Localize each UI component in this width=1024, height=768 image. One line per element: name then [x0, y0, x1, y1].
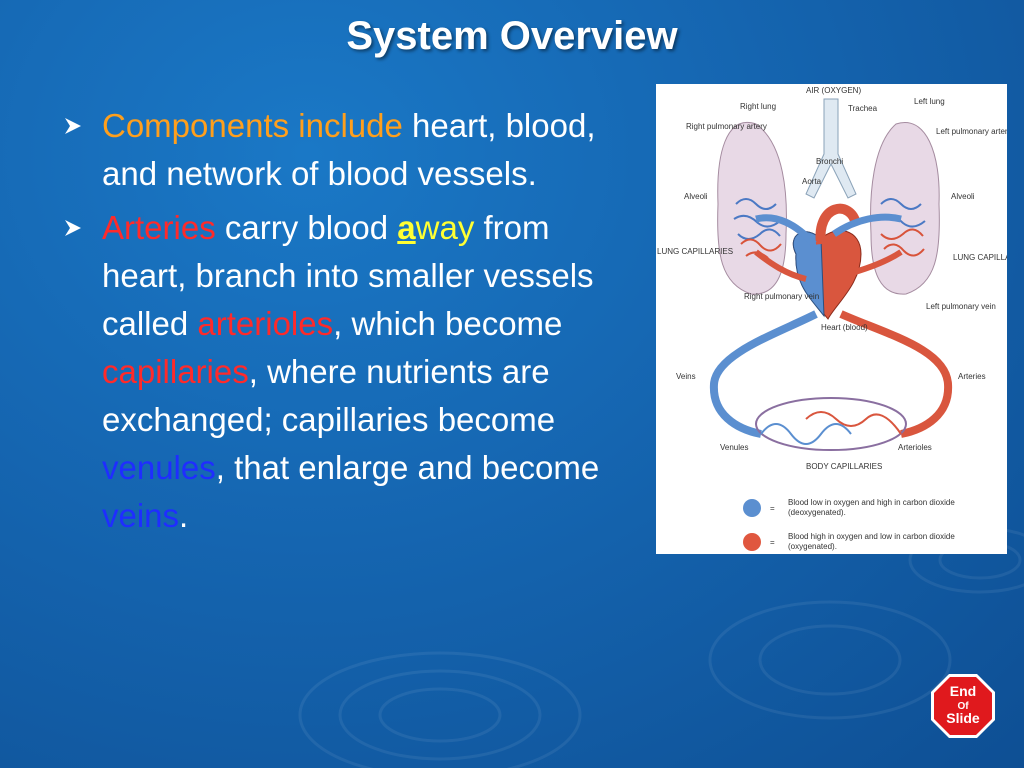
term-arterioles: arterioles: [197, 305, 334, 342]
lung-capillaries-left-vessels: [733, 198, 781, 240]
label-bronchi: Bronchi: [816, 157, 843, 166]
label-left-pulmonary-vein: Left pulmonary vein: [926, 302, 996, 311]
pulmonary-artery-right: [755, 214, 817, 247]
away-rest: way: [415, 209, 475, 246]
trachea-shape: [805, 98, 857, 199]
legend-eq-1: =: [770, 504, 775, 513]
circulatory-diagram-svg: AIR (OXYGEN) Trachea Right lung Left lun…: [657, 86, 1007, 551]
pulmonary-vein-right: [754, 249, 807, 282]
text-period: .: [179, 497, 189, 534]
text-carry-blood: carry blood: [215, 209, 398, 246]
arrow-bullet-icon: [65, 220, 81, 236]
away-letter-a: a: [397, 209, 416, 246]
label-left-pulmonary-artery: Left pulmonary artery: [936, 127, 1007, 136]
label-venules: Venules: [720, 443, 748, 452]
label-arteries: Arteries: [958, 372, 986, 381]
label-heart: Heart (blood): [821, 323, 868, 332]
label-trachea: Trachea: [848, 104, 878, 113]
aorta-arch: [815, 203, 861, 245]
legend-deoxygenated-text: Blood low in oxygen and high in carbon d…: [788, 498, 955, 517]
legend-eq-2: =: [770, 538, 775, 547]
legend-deoxygenated-dot: [743, 499, 761, 517]
text-which-become: , which become: [333, 305, 563, 342]
label-veins: Veins: [676, 372, 696, 381]
stop-line-of: Of: [957, 701, 969, 712]
label-right-pulmonary-vein: Right pulmonary vein: [744, 292, 819, 301]
label-air: AIR (OXYGEN): [806, 86, 861, 95]
pulmonary-vein-left: [847, 249, 903, 277]
bullet-list: Components include heart, blood, and net…: [62, 102, 642, 546]
label-right-pulmonary-artery: Right pulmonary artery: [686, 122, 767, 131]
arrow-bullet-icon: [65, 118, 81, 134]
legend-oxygenated-dot: [743, 533, 761, 551]
components-rest: heart, blood, and network of blood vesse…: [102, 107, 596, 192]
label-lung-capillaries-right: LUNG CAPILLARIES: [953, 253, 1007, 262]
body-capillaries-venous: [760, 423, 852, 445]
body-capillaries-arterial: [805, 411, 902, 435]
legend-deoxygenated-wrap: Blood low in oxygen and high in carbon d…: [788, 498, 955, 517]
bullet-components: Components include heart, blood, and net…: [62, 102, 642, 198]
circulatory-diagram: AIR (OXYGEN) Trachea Right lung Left lun…: [656, 84, 1007, 554]
label-arterioles: Arterioles: [898, 443, 932, 452]
pulmonary-artery-left: [832, 213, 902, 237]
artery-out-path: [839, 310, 953, 438]
label-body-capillaries: BODY CAPILLARIES: [806, 462, 882, 471]
text-where-nutrients: , where nutrients are exchanged; capilla…: [102, 353, 556, 438]
term-arteries: Arteries: [102, 209, 216, 246]
body-capillary-bed: [755, 397, 907, 451]
term-veins: veins: [102, 497, 180, 534]
slide-title: System Overview: [346, 14, 678, 58]
term-capillaries: capillaries: [102, 353, 249, 390]
label-right-lung: Right lung: [740, 102, 776, 111]
text-from-heart: from heart, branch into smaller vessels …: [102, 209, 594, 342]
components-lead: Components include: [102, 107, 403, 144]
legend-oxygenated-text: Blood high in oxygen and low in carbon d…: [788, 532, 955, 551]
legend-oxygenated-wrap: Blood high in oxygen and low in carbon d…: [788, 532, 955, 551]
label-left-lung: Left lung: [914, 97, 945, 106]
label-aorta: Aorta: [802, 177, 822, 186]
stop-line-slide: Slide: [946, 710, 980, 726]
label-alveoli-left: Alveoli: [684, 192, 708, 201]
bullet-arteries: Arteries carry blood away from heart, br…: [62, 204, 642, 540]
text-that-enlarge: , that enlarge and become: [215, 449, 600, 486]
label-alveoli-right: Alveoli: [951, 192, 975, 201]
stop-line-end: End: [950, 683, 976, 699]
term-venules: venules: [102, 449, 216, 486]
label-lung-capillaries-left: LUNG CAPILLARIES: [657, 247, 733, 256]
lung-capillaries-right-arterial: [880, 228, 925, 257]
end-of-slide-button[interactable]: End Of Slide: [930, 673, 996, 739]
vein-return-path: [709, 310, 818, 438]
